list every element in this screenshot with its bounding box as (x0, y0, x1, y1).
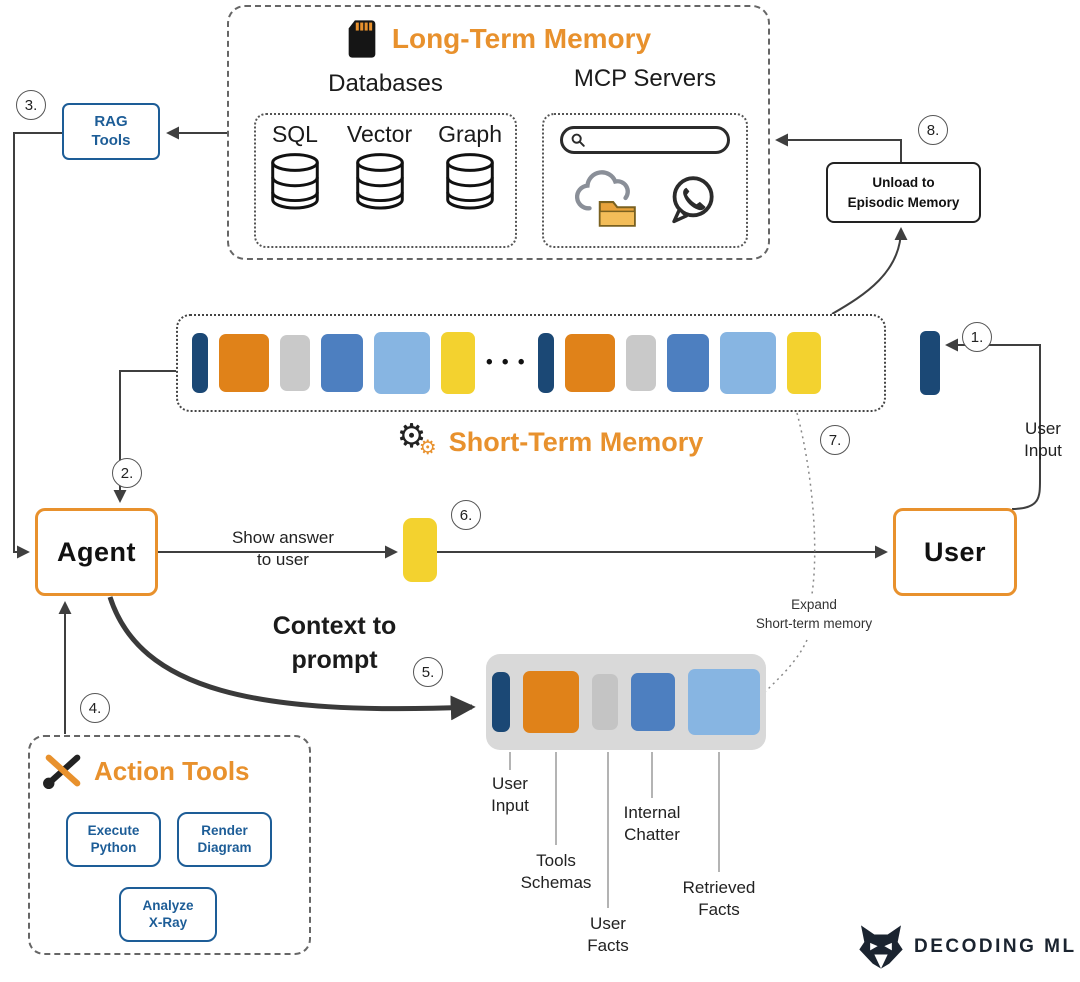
action-tools-title: Action Tools (94, 755, 250, 786)
ctx-user-facts-label: User Facts (587, 914, 629, 956)
ctx-retrieved-facts-label: Retrieved Facts (682, 878, 756, 920)
search-icon (571, 133, 585, 147)
tools-icon (43, 754, 81, 790)
db-sql: SQL (269, 121, 321, 212)
agent-label: Agent (57, 536, 136, 567)
unload-episodic-memory-label: Unload to Episodic Memory (847, 174, 960, 210)
memory-token-gray (280, 335, 310, 391)
rag-tools-box: RAG Tools (62, 103, 160, 160)
long-term-memory-box: Long-Term Memory Databases MCP Servers S… (227, 5, 770, 260)
memory-token-blue (666, 334, 709, 392)
step-badge-6: 6. (451, 500, 481, 530)
memory-token-lightblue (374, 332, 430, 394)
graph-database-icon (446, 153, 494, 210)
memory-token-gray (625, 335, 656, 391)
step-5-label: 5. (421, 663, 435, 681)
context-token-retrieved-facts (688, 669, 760, 735)
cloud-folder-icon (574, 170, 636, 227)
incoming-user-input-token (920, 331, 940, 395)
step-badge-3: 3. (16, 90, 46, 120)
answer-token (403, 518, 437, 582)
ctx-tools-schemas-label: Tools Schemas (520, 851, 592, 893)
dotted-expand-line-top (796, 412, 816, 595)
agent-box: Agent (35, 508, 158, 596)
gears-icon: ⚙ ⚙ (396, 417, 437, 459)
context-token-internal-chatter (631, 673, 675, 731)
user-label: User (923, 536, 987, 567)
dotted-expand-line-bottom (763, 639, 808, 694)
memory-token-yellow (441, 332, 475, 394)
memory-token-lightblue (719, 332, 776, 394)
mcp-search-bar (560, 126, 730, 154)
analyze-xray-button: Analyze X-Ray (119, 887, 217, 942)
memory-card-icon (348, 20, 376, 58)
render-diagram-button: Render Diagram (177, 812, 272, 867)
short-term-memory-strip: • • • (176, 314, 886, 412)
step-badge-2: 2. (112, 458, 142, 488)
context-token-user-facts (592, 674, 618, 730)
memory-token-blue (321, 334, 363, 392)
step-8-label: 8. (926, 121, 940, 139)
memory-token-navy (537, 333, 554, 393)
memory-token-row: • • • (178, 316, 884, 410)
databases-label: Databases (328, 70, 443, 97)
memory-ellipsis: • • • (486, 352, 527, 373)
expand-stm-label: Expand Short-term memory (755, 597, 873, 631)
arrow-rag-to-agent (13, 132, 62, 559)
step-6-label: 6. (459, 506, 473, 524)
unload-episodic-memory-box: Unload to Episodic Memory (826, 162, 981, 223)
context-to-prompt-label: Context to prompt (272, 612, 397, 674)
user-box: User (893, 508, 1017, 596)
ctx-internal-chatter-label: Internal Chatter (623, 803, 681, 845)
arrow-unload-to-ltm (775, 133, 902, 162)
fox-logo-icon (859, 925, 903, 969)
whatsapp-icon (672, 176, 714, 224)
step-badge-1: 1. (962, 322, 992, 352)
stm-title-row: ⚙ ⚙ Short-Term Memory (330, 417, 770, 464)
db-graph: Graph (438, 121, 502, 212)
step-2-label: 2. (120, 464, 134, 482)
logo-text: DECODING ML (914, 936, 1077, 957)
db-graph-label: Graph (438, 121, 502, 147)
mcp-servers-label: MCP Servers (573, 65, 717, 92)
memory-token-orange (564, 334, 615, 392)
vector-database-icon (355, 153, 404, 210)
rag-tools-label: RAG Tools (91, 112, 131, 149)
step-7-label: 7. (828, 431, 842, 449)
ctx-user-input-label: User Input (491, 774, 529, 816)
sql-database-icon (271, 153, 319, 210)
mcp-servers-group (542, 113, 748, 248)
stm-title: Short-Term Memory (448, 426, 704, 457)
db-vector: Vector (347, 121, 412, 212)
databases-group: SQL Vector (254, 113, 517, 248)
prompt-context-container (486, 654, 766, 750)
mcp-icons-row (544, 167, 746, 231)
execute-python-button: Execute Python (66, 812, 161, 867)
action-tools-box: Action Tools Execute Python Render Diagr… (28, 735, 311, 955)
memory-token-yellow (786, 332, 821, 394)
step-1-label: 1. (970, 328, 984, 346)
db-sql-label: SQL (271, 121, 318, 147)
step-badge-4: 4. (80, 693, 110, 723)
ltm-title: Long-Term Memory (391, 23, 652, 54)
context-token-user-input (492, 672, 510, 732)
step-4-label: 4. (88, 699, 102, 717)
arrow-stm-to-unload (831, 227, 908, 315)
step-badge-7: 7. (820, 425, 850, 455)
prompt-context-row (486, 654, 766, 750)
action-tools-header: Action Tools (42, 752, 250, 790)
ltm-header: Long-Term Memory (229, 19, 768, 59)
decoding-ml-logo: DECODING ML (856, 922, 1077, 972)
context-token-tools-schemas (523, 671, 579, 733)
memory-token-orange (219, 334, 269, 392)
step-badge-8: 8. (918, 115, 948, 145)
step-3-label: 3. (24, 96, 38, 114)
show-answer-label: Show answer to user (231, 528, 335, 570)
db-vector-label: Vector (346, 121, 413, 147)
user-input-right-label: User Input (1024, 419, 1062, 461)
memory-token-navy (192, 333, 208, 393)
step-badge-5: 5. (413, 657, 443, 687)
